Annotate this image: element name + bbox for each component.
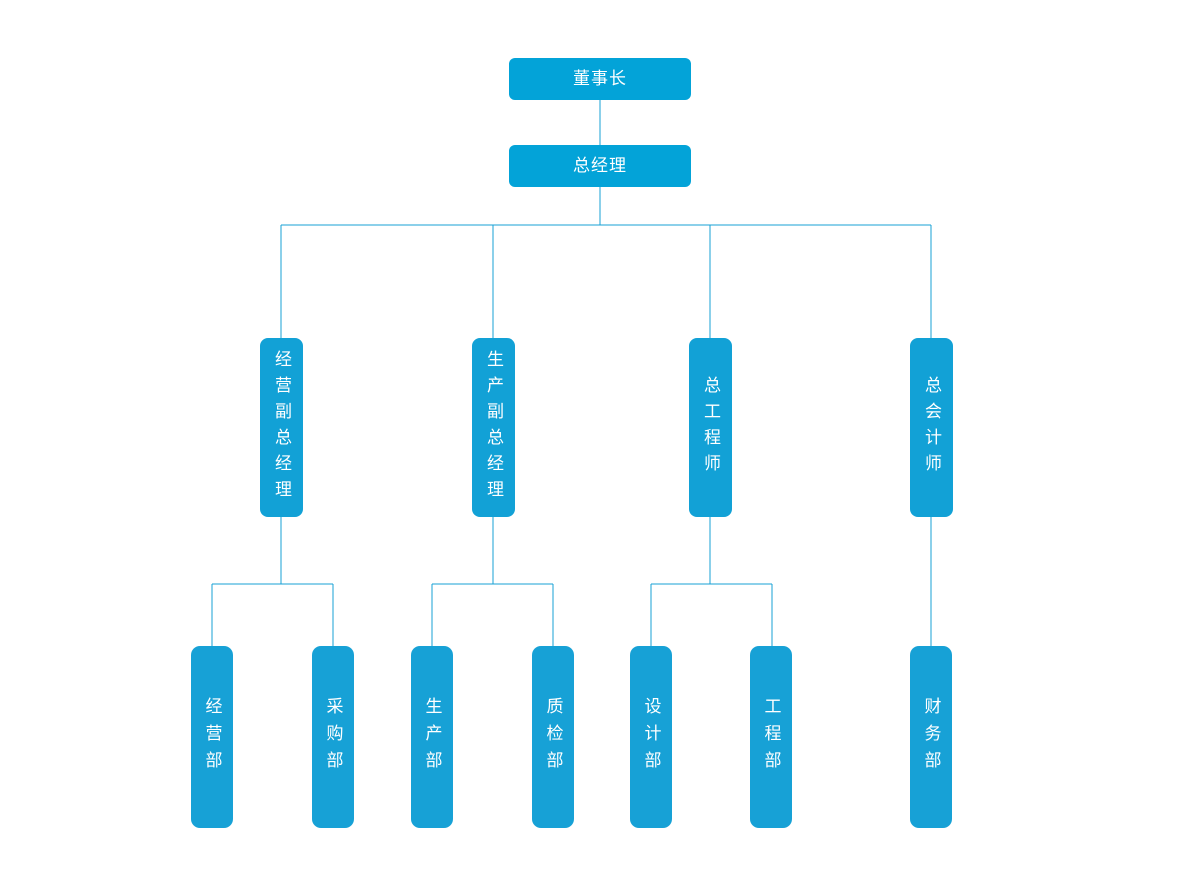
node-general-manager[interactable]: 总经理 <box>509 145 691 187</box>
node-chairman-label: 董事长 <box>573 68 627 88</box>
node-dept-quality[interactable]: 质检部 <box>532 646 574 828</box>
node-dept-finance-label: 财务部 <box>921 696 941 778</box>
node-dept-purchasing[interactable]: 采购部 <box>312 646 354 828</box>
node-dept-production[interactable]: 生产部 <box>411 646 453 828</box>
node-dept-quality-label: 质检部 <box>543 696 563 778</box>
node-dept-production-label: 生产部 <box>422 696 442 778</box>
node-dept-engineering[interactable]: 工程部 <box>750 646 792 828</box>
node-vp-production[interactable]: 生产副总经理 <box>472 338 515 517</box>
node-dept-engineering-label: 工程部 <box>761 696 781 778</box>
node-chief-accountant[interactable]: 总会计师 <box>910 338 953 517</box>
node-dept-design-label: 设计部 <box>641 696 661 778</box>
node-dept-finance[interactable]: 财务部 <box>910 646 952 828</box>
node-dept-operations[interactable]: 经营部 <box>191 646 233 828</box>
node-dept-purchasing-label: 采购部 <box>323 696 343 778</box>
node-chief-engineer[interactable]: 总工程师 <box>689 338 732 517</box>
node-dept-operations-label: 经营部 <box>202 696 222 778</box>
node-vp-operations[interactable]: 经营副总经理 <box>260 338 303 517</box>
node-general-manager-label: 总经理 <box>573 155 627 175</box>
node-vp-production-label: 生产副总经理 <box>484 349 503 506</box>
node-dept-design[interactable]: 设计部 <box>630 646 672 828</box>
node-chief-accountant-label: 总会计师 <box>922 375 941 480</box>
node-vp-operations-label: 经营副总经理 <box>272 349 291 506</box>
node-chairman[interactable]: 董事长 <box>509 58 691 100</box>
node-chief-engineer-label: 总工程师 <box>701 375 720 480</box>
